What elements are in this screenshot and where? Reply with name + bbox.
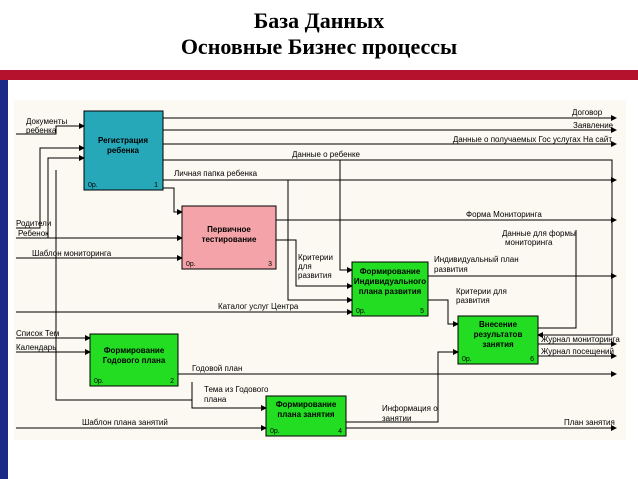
title-divider-band <box>0 70 638 80</box>
label-parents: Родители <box>16 219 51 228</box>
label-annual-topic2: плана <box>204 395 227 404</box>
arrow-criteria <box>276 239 353 289</box>
svg-text:Формирование: Формирование <box>276 400 337 409</box>
svg-text:5: 5 <box>420 308 424 315</box>
arrow-parents <box>16 145 85 229</box>
box-testing[interactable]: Первичное тестирование 0р. 3 <box>181 205 277 270</box>
box-lesson-plan[interactable]: Формирование плана занятия 0р. 4 <box>265 395 347 437</box>
box-annual-plan[interactable]: Формирование Годового плана 0р. 2 <box>89 333 179 387</box>
arrow-form-data <box>538 230 577 329</box>
arrow-annual-topic <box>191 382 267 411</box>
svg-text:тестирование: тестирование <box>202 235 257 244</box>
label-criteria-b2: развития <box>456 296 490 305</box>
label-lesson-info1: Информация о <box>382 404 438 413</box>
label-lesson-template: Шаблон плана занятий <box>82 418 168 427</box>
svg-text:4: 4 <box>338 428 342 435</box>
arrow-lesson-info <box>346 349 459 423</box>
label-criteria-b1: Критерии для <box>456 287 507 296</box>
svg-text:ребенка: ребенка <box>107 146 139 155</box>
arrow-criteria-b <box>428 299 459 327</box>
label-criteria2: для <box>298 262 312 271</box>
svg-text:плана занятия: плана занятия <box>277 410 335 419</box>
svg-text:0р.: 0р. <box>462 356 472 363</box>
svg-text:Формирование: Формирование <box>104 346 165 355</box>
label-form-data1: Данные для формы <box>502 229 576 238</box>
label-lesson-info2: занятии <box>382 414 411 423</box>
page-title-line1: База Данных <box>253 8 385 33</box>
arrow-child-docs <box>16 123 85 135</box>
label-monitoring-template: Шаблон мониторинга <box>32 249 112 258</box>
label-personal-folder: Личная папка ребенка <box>174 169 258 178</box>
label-docs2: ребенка <box>26 126 57 135</box>
arrow-child-data <box>163 159 613 338</box>
label-attendance-log: Журнал посещений <box>541 347 614 356</box>
label-lesson-plan: План занятия <box>564 418 615 427</box>
svg-text:результатов: результатов <box>474 330 523 339</box>
svg-text:1: 1 <box>154 182 158 189</box>
label-monitoring-log: Журнал мониторинга <box>541 335 620 344</box>
label-child: Ребенок <box>18 229 49 238</box>
arrow-feedback-left <box>55 170 192 401</box>
svg-text:Внесение: Внесение <box>479 320 518 329</box>
label-gos-data: Данные о получаемых Гос услугах На сайт <box>453 135 612 144</box>
arrow-child-data-down <box>339 160 353 273</box>
page-title-line2: Основные Бизнес процессы <box>180 34 458 59</box>
label-annual-plan: Годовой план <box>192 364 242 373</box>
slide-side-bar <box>0 80 8 479</box>
label-monitoring-form: Форма Мониторинга <box>466 210 542 219</box>
box-lesson-results[interactable]: Внесение результатов занятия 0р. 6 <box>457 315 539 365</box>
svg-text:0р.: 0р. <box>94 378 104 385</box>
label-annual-topic1: Тема из Годового <box>204 385 269 394</box>
arrows <box>16 115 617 431</box>
box-registration[interactable]: Регистрация ребенка 0р. 1 <box>83 110 164 191</box>
label-child-data: Данные о ребенке <box>292 150 361 159</box>
arrow-folder-down <box>287 180 353 303</box>
svg-text:Годового плана: Годового плана <box>103 356 166 365</box>
svg-text:0р.: 0р. <box>88 182 98 189</box>
svg-text:плана развития: плана развития <box>359 287 422 296</box>
label-calendar: Календарь <box>16 343 56 352</box>
svg-text:занятия: занятия <box>482 340 514 349</box>
label-criteria3: развития <box>298 271 332 280</box>
label-criteria1: Критерии <box>298 253 333 262</box>
svg-text:6: 6 <box>530 356 534 363</box>
svg-text:3: 3 <box>268 261 272 268</box>
label-individual-plan1: Индивидуальный план <box>434 255 519 264</box>
label-docs1: Документы <box>26 117 67 126</box>
arrow-reg-to-testing <box>163 187 183 215</box>
arrow-labels: Документы ребенка Родители Ребенок Шабло… <box>16 108 620 427</box>
label-application: Заявление <box>573 121 614 130</box>
svg-text:Регистрация: Регистрация <box>98 136 148 145</box>
arrow-child <box>16 155 85 239</box>
label-individual-plan2: развития <box>434 265 468 274</box>
label-topics: Список Тем <box>16 329 59 338</box>
label-contract: Договор <box>572 108 603 117</box>
label-catalog: Каталог услуг Центра <box>218 302 299 311</box>
svg-text:0р.: 0р. <box>186 261 196 268</box>
svg-text:Формирование: Формирование <box>360 267 421 276</box>
svg-text:0р.: 0р. <box>356 308 366 315</box>
svg-text:0р.: 0р. <box>270 428 280 435</box>
svg-text:Индивидуального: Индивидуального <box>354 277 426 286</box>
label-form-data2: мониторинга <box>505 238 553 247</box>
svg-text:Первичное: Первичное <box>207 225 251 234</box>
box-individual-plan[interactable]: Формирование Индивидуального плана разви… <box>351 261 429 317</box>
svg-text:2: 2 <box>170 378 174 385</box>
